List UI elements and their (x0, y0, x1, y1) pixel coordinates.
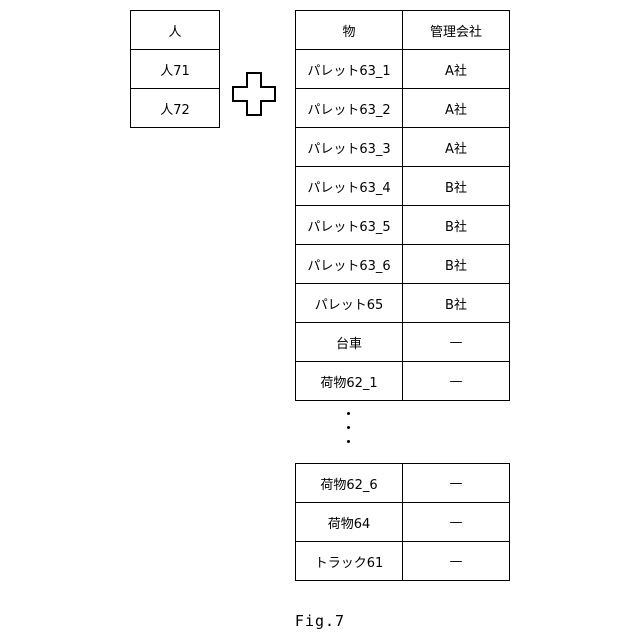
things-header-company: 管理会社 (403, 11, 510, 50)
thing-company-cell: — (403, 464, 510, 503)
thing-name-cell: 荷物62_1 (296, 362, 403, 401)
thing-company-cell: A社 (403, 89, 510, 128)
thing-company-cell: B社 (403, 206, 510, 245)
table-row: パレット65B社 (296, 284, 510, 323)
table-row: トラック61— (296, 542, 510, 581)
people-header: 人 (131, 11, 220, 50)
thing-company-cell: — (403, 503, 510, 542)
table-row: パレット63_4B社 (296, 167, 510, 206)
plus-icon (232, 72, 276, 116)
table-row: パレット63_3A社 (296, 128, 510, 167)
table-row: 人72 (131, 89, 220, 128)
thing-name-cell: パレット63_4 (296, 167, 403, 206)
table-row: 荷物62_1— (296, 362, 510, 401)
thing-name-cell: パレット63_2 (296, 89, 403, 128)
thing-company-cell: — (403, 542, 510, 581)
thing-name-cell: パレット63_3 (296, 128, 403, 167)
thing-name-cell: パレット65 (296, 284, 403, 323)
thing-company-cell: B社 (403, 167, 510, 206)
thing-name-cell: パレット63_5 (296, 206, 403, 245)
dot (347, 426, 350, 429)
table-header-row: 人 (131, 11, 220, 50)
thing-name-cell: 荷物62_6 (296, 464, 403, 503)
people-cell: 人72 (131, 89, 220, 128)
thing-company-cell: B社 (403, 245, 510, 284)
people-table: 人 人71 人72 (130, 10, 220, 128)
people-cell: 人71 (131, 50, 220, 89)
thing-name-cell: トラック61 (296, 542, 403, 581)
thing-name-cell: 台車 (296, 323, 403, 362)
thing-company-cell: — (403, 323, 510, 362)
thing-name-cell: パレット63_1 (296, 50, 403, 89)
dot (347, 412, 350, 415)
thing-company-cell: A社 (403, 50, 510, 89)
things-table-bottom: 荷物62_6— 荷物64— トラック61— (295, 463, 510, 581)
thing-name-cell: 荷物64 (296, 503, 403, 542)
table-row: パレット63_1A社 (296, 50, 510, 89)
ellipsis-dots (345, 412, 351, 454)
things-header-name: 物 (296, 11, 403, 50)
table-row: 荷物62_6— (296, 464, 510, 503)
thing-company-cell: A社 (403, 128, 510, 167)
thing-company-cell: — (403, 362, 510, 401)
table-row: パレット63_2A社 (296, 89, 510, 128)
table-header-row: 物 管理会社 (296, 11, 510, 50)
table-row: 人71 (131, 50, 220, 89)
table-row: 台車— (296, 323, 510, 362)
table-row: パレット63_5B社 (296, 206, 510, 245)
thing-name-cell: パレット63_6 (296, 245, 403, 284)
thing-company-cell: B社 (403, 284, 510, 323)
dot (347, 440, 350, 443)
table-row: 荷物64— (296, 503, 510, 542)
figure-caption: Fig.7 (0, 612, 640, 630)
things-table-top: 物 管理会社 パレット63_1A社 パレット63_2A社 パレット63_3A社 … (295, 10, 510, 401)
table-row: パレット63_6B社 (296, 245, 510, 284)
